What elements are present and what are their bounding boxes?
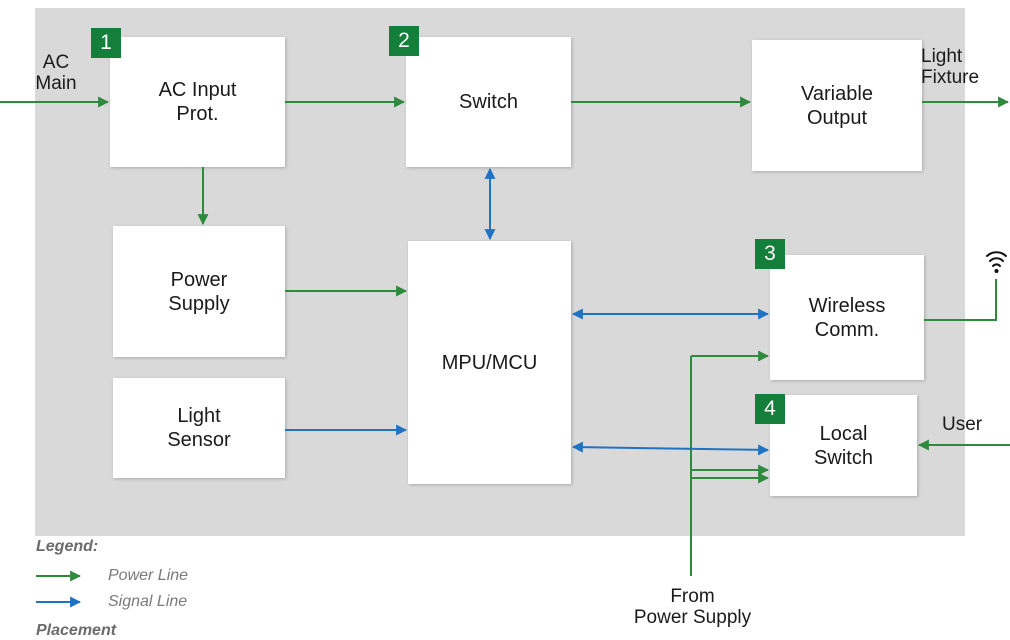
light-fixture-label: Light Fixture: [921, 46, 980, 89]
wireless-to-antenna-line: [924, 279, 997, 321]
wireless-comm-block: Wireless Comm.: [770, 255, 924, 380]
ac-input-protection-block: AC Input Prot.: [110, 37, 285, 167]
legend-title: Legend:: [36, 538, 99, 555]
local-switch-block: Local Switch: [770, 395, 917, 496]
badge-3: 3: [755, 239, 785, 269]
ac-main-label: AC Main: [35, 52, 77, 95]
power-supply-block: Power Supply: [113, 226, 285, 357]
mpu-mcu-block: MPU/MCU: [408, 241, 571, 484]
user-label: User: [942, 414, 983, 435]
variable-output-block: Variable Output: [752, 40, 922, 171]
switch-block: Switch: [406, 37, 571, 167]
badge-1: 1: [91, 28, 121, 58]
mpu-local-switch-signal-arrow: [571, 441, 770, 456]
legend-signal-line-label: Signal Line: [108, 593, 188, 610]
badge-4: 4: [755, 394, 785, 424]
from-power-supply-label: From Power Supply: [633, 586, 752, 629]
legend-power-line-label: Power Line: [108, 567, 189, 584]
wifi-signal-icon: [986, 251, 1007, 273]
badge-2: 2: [389, 26, 419, 56]
light-sensor-block: Light Sensor: [113, 378, 285, 478]
legend-placement-label: Placement: [36, 622, 117, 639]
